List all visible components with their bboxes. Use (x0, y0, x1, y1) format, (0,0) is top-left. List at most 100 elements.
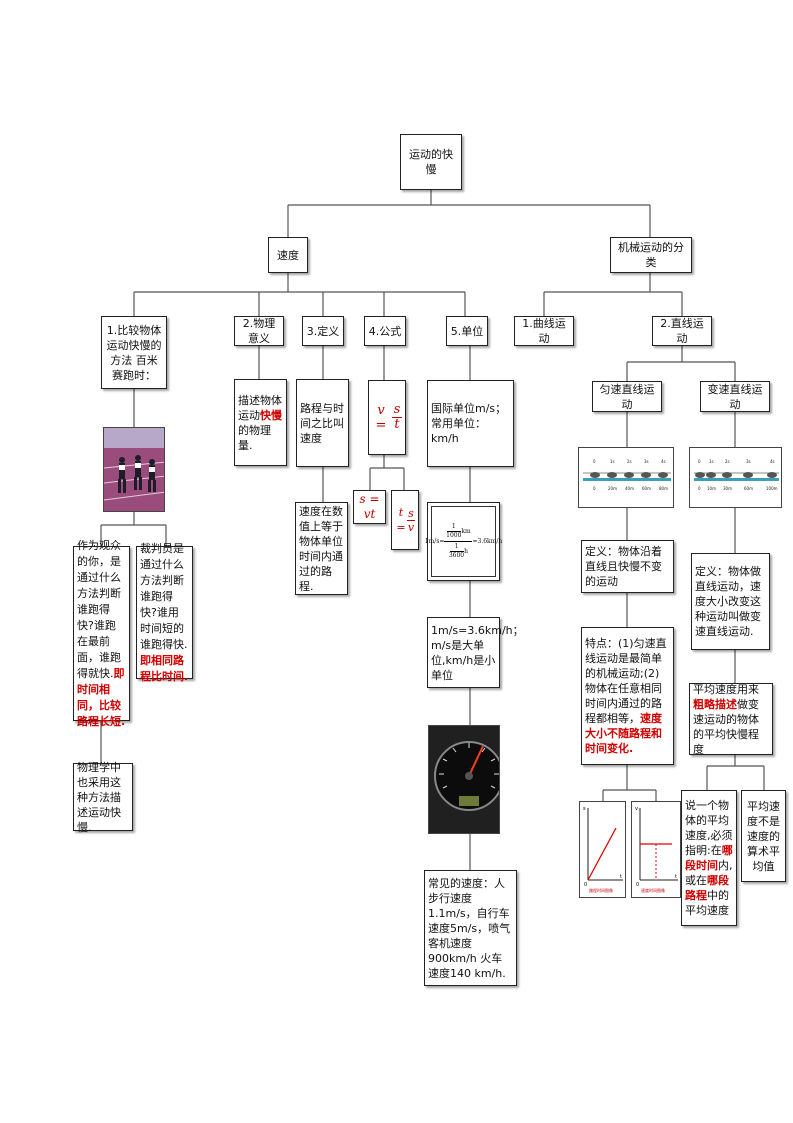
uniform-motion-node: 匀速直线运动 (592, 381, 662, 412)
variable-bottom-3: 60m (744, 486, 753, 491)
fraction-bar-2 (407, 519, 415, 521)
variable-bottom-4: 100m (766, 486, 778, 491)
formula-main-box: v = s t (368, 380, 406, 455)
uniform-features-highlight: 速度大小不随路程和时间变化. (585, 712, 662, 755)
spectator-method-box: 作为观众的你，是通过什么方法判断谁跑得快?谁跑在最前面，谁跑得就快.即时间相同，… (73, 539, 130, 728)
referee-method-box: 裁判员是通过什么方法判断谁跑得快?谁用时间短的谁跑得快.即相同路程比时间. (136, 542, 193, 683)
average-text-b: 做变速运动的物体的平均快慢程度 (693, 697, 759, 756)
curve-motion-node: 1.曲线运动 (514, 316, 574, 346)
meaning-box: 描述物体运动快慢的物理量. (234, 379, 287, 466)
formula-fraction: s t (392, 403, 402, 432)
note-text-c: 中的平均速度 (685, 889, 729, 917)
note-highlight-distance: 哪段路程 (685, 874, 729, 902)
uniform-track-svg: 0 1s 2s 3s 4s 0 20m 40m 60m 80m (583, 459, 671, 491)
variable-top-4: 4s (770, 459, 775, 464)
root-label: 运动的快慢 (409, 148, 453, 176)
unit-relation-text: 1m/s=3.6km/h；m/s是大单位,km/h是小单位 (431, 623, 524, 682)
formula-s-vt: s = vt (359, 492, 380, 521)
formula-tsv-numerator: s (408, 506, 414, 520)
formula-denominator: t (394, 417, 400, 432)
unit-label: 5.单位 (450, 324, 484, 338)
definition-label: 3.定义 (306, 324, 340, 338)
variable-definition-text: 定义：物体做直线运动，速度大小改变这种运动叫做变速直线运动. (695, 565, 761, 638)
uniform-bottom-1: 20m (608, 486, 617, 491)
conversion-bot-frac: 1 3600 (449, 543, 464, 560)
definition-box: 路程与时间之比叫速度 (296, 379, 349, 467)
conversion-top-den: 1000 (446, 532, 462, 539)
conversion-formula: 1m/s= 1 1000 km 1 3600 h =3.6km/h (425, 506, 502, 577)
variable-track-figure: 0 1s 2s 3s 4s 0 10m 30m 60m 100m (689, 447, 782, 508)
race-photo (103, 427, 165, 512)
formula-svt-box: s = vt (353, 490, 386, 524)
uniform-features-box: 特点：(1)匀速直线运动是最简单的机械运动;(2)物体在任意相同时间内通过的路程… (581, 627, 674, 765)
definition-extra-text: 速度在数值上等于物体单位时间内通过的路程. (299, 504, 343, 593)
straight-motion-label: 2.直线运动 (660, 317, 704, 345)
common-speeds-text: 常见的速度：人步行速度1.1m/s，自行车速度5m/s，喷气客机速度900km/… (428, 876, 511, 980)
note-text-b: 内,或在 (685, 859, 733, 887)
unit-relation-box: 1m/s=3.6km/h；m/s是大单位,km/h是小单位 (427, 617, 524, 688)
vt-axis-t: t (675, 874, 677, 880)
distance-time-graph: s t 0 路程时间图像 (579, 801, 626, 898)
race-image (104, 428, 164, 511)
uniform-top-3: 3s (644, 459, 649, 464)
formula-tsv-denominator: v (407, 520, 415, 534)
uniform-top-0: 0 (593, 459, 596, 464)
definition-text: 路程与时间之比叫速度 (300, 401, 344, 445)
meaning-text-a: 描述物体运动 (238, 393, 282, 422)
uniform-top-4: 4s (661, 459, 666, 464)
variable-top-3: 3s (746, 459, 751, 464)
common-speeds-box: 常见的速度：人步行速度1.1m/s，自行车速度5m/s，喷气客机速度900km/… (424, 870, 517, 986)
average-not-mean-box: 平均速度不是速度的算术平均值 (741, 790, 786, 882)
physical-meaning-node: 2.物理意义 (234, 316, 284, 346)
uniform-bottom-0: 0 (593, 486, 596, 491)
variable-definition-box: 定义：物体做直线运动，速度大小改变这种运动叫做变速直线运动. (691, 553, 770, 650)
vt-caption: 速度时间图像 (641, 887, 665, 893)
root-node: 运动的快慢 (400, 134, 462, 190)
speed-label: 速度 (277, 248, 299, 262)
variable-bottom-2: 30m (723, 486, 732, 491)
referee-text: 裁判员是通过什么方法判断谁跑得快?谁用时间短的谁跑得快. (140, 541, 188, 651)
meaning-text-b: 的物理量. (238, 423, 271, 452)
definition-node: 3.定义 (302, 316, 344, 346)
note-highlight-time: 哪段时间 (685, 844, 733, 872)
curve-motion-label: 1.曲线运动 (522, 317, 566, 345)
formula-label: 4.公式 (368, 324, 402, 338)
conversion-result: =3.6km/h (472, 537, 503, 545)
uniform-definition-box: 定义：物体沿着直线且快慢不变的运动 (581, 540, 674, 593)
average-not-mean-text: 平均速度不是速度的算术平均值 (747, 799, 780, 873)
formula-t-eq: t = (396, 506, 406, 534)
average-note-box: 说一个物体的平均速度,必须指明:在哪段时间内,或在哪段路程中的平均速度 (681, 790, 737, 926)
unit-box: 国际单位m/s；常用单位：km/h (427, 380, 514, 467)
spectator-text: 作为观众的你，是通过什么方法判断谁跑得快?谁跑在最前面，谁跑得就快. (77, 538, 121, 680)
conversion-main-bar (444, 541, 473, 542)
conversion-bot-num: 1 (454, 543, 459, 550)
average-speed-box: 平均速度用来粗略描述做变速运动的物体的平均快慢程度 (689, 683, 773, 756)
formula-node: 4.公式 (364, 316, 406, 346)
classification-label: 机械运动的分类 (618, 241, 684, 269)
classification-node: 机械运动的分类 (610, 237, 692, 273)
uniform-bottom-3: 60m (642, 486, 651, 491)
note-text-a: 说一个物体的平均速度,必须指明:在 (685, 799, 733, 857)
variable-top-0: 0 (698, 459, 701, 464)
uniform-bottom-4: 80m (659, 486, 668, 491)
conversion-top-num: 1 (451, 523, 456, 530)
uniform-bottom-2: 40m (625, 486, 634, 491)
dt-caption: 路程时间图像 (589, 887, 613, 893)
variable-top-2: 2s (725, 459, 730, 464)
uniform-top-2: 2s (627, 459, 632, 464)
uniform-motion-label: 匀速直线运动 (599, 382, 655, 411)
formula-tsv-box: t = s v (391, 490, 419, 550)
conversion-bot-den: 3600 (448, 552, 465, 559)
conversion-bot-bar (449, 551, 464, 552)
variable-bottom-1: 10m (707, 486, 716, 491)
fraction-bar (392, 417, 402, 418)
referee-highlight: 即相同路程比时间. (140, 653, 189, 683)
uniform-track-figure: 0 1s 2s 3s 4s 0 20m 40m 60m 80m (578, 447, 674, 508)
distance-time-svg: s t 0 路程时间图像 (583, 806, 623, 893)
physics-method-box: 物理学中也采用这种方法描述运动快慢. (73, 761, 133, 834)
speed-node: 速度 (268, 237, 308, 273)
definition-extra-box: 速度在数值上等于物体单位时间内通过的路程. (295, 502, 348, 595)
uniform-top-1: 1s (610, 459, 615, 464)
variable-top-1: 1s (709, 459, 714, 464)
